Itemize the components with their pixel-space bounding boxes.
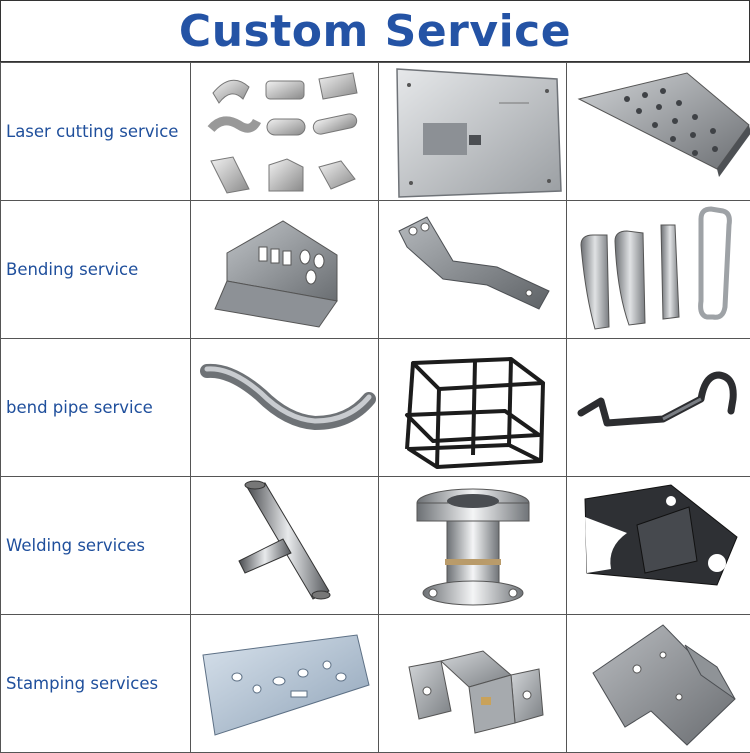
service-row-bend-pipe: bend pipe service (0, 338, 750, 477)
welded-black-bracket-image (584, 484, 738, 586)
product-image (190, 338, 379, 477)
product-image (566, 476, 750, 615)
product-image (566, 62, 750, 201)
product-image (566, 338, 750, 477)
product-image (190, 62, 379, 201)
stamped-long-plate-image (202, 634, 370, 736)
laser-cut-parts-collage-image (207, 72, 358, 194)
service-label: Stamping services (6, 673, 159, 693)
j-hook-rod-image (577, 371, 737, 427)
bent-tube-image (200, 363, 376, 431)
product-image (378, 614, 567, 753)
wire-frame-basket-image (405, 357, 545, 469)
page-title: Custom Service (178, 5, 572, 57)
stamped-bracket-image (408, 650, 544, 734)
laser-cut-panel-image (396, 68, 562, 198)
service-row-bending: Bending service (0, 200, 750, 339)
product-image (190, 614, 379, 753)
title-banner: Custom Service (0, 0, 750, 62)
product-image (378, 200, 567, 339)
bent-bracket-with-holes-image (214, 220, 338, 328)
product-image (566, 614, 750, 753)
product-image (378, 338, 567, 477)
perforated-tray-image (577, 72, 750, 177)
service-row-stamping: Stamping services (0, 614, 750, 753)
service-grid: Laser cutting service (0, 62, 750, 753)
product-image (190, 200, 379, 339)
product-image (378, 62, 567, 201)
service-label: bend pipe service (6, 397, 153, 417)
z-bent-strap-image (398, 216, 550, 310)
product-image (190, 476, 379, 615)
service-label: Laser cutting service (6, 121, 179, 141)
welded-tee-pipe-image (238, 480, 331, 600)
bent-clips-image (580, 206, 732, 330)
product-image (566, 200, 750, 339)
service-row-welding: Welding services (0, 476, 750, 615)
service-row-laser-cutting: Laser cutting service (0, 62, 750, 201)
welded-flange-pipe-image (416, 488, 530, 606)
product-image (378, 476, 567, 615)
stamped-angle-plate-image (592, 624, 736, 746)
service-label: Welding services (6, 535, 146, 555)
service-label: Bending service (6, 259, 139, 279)
